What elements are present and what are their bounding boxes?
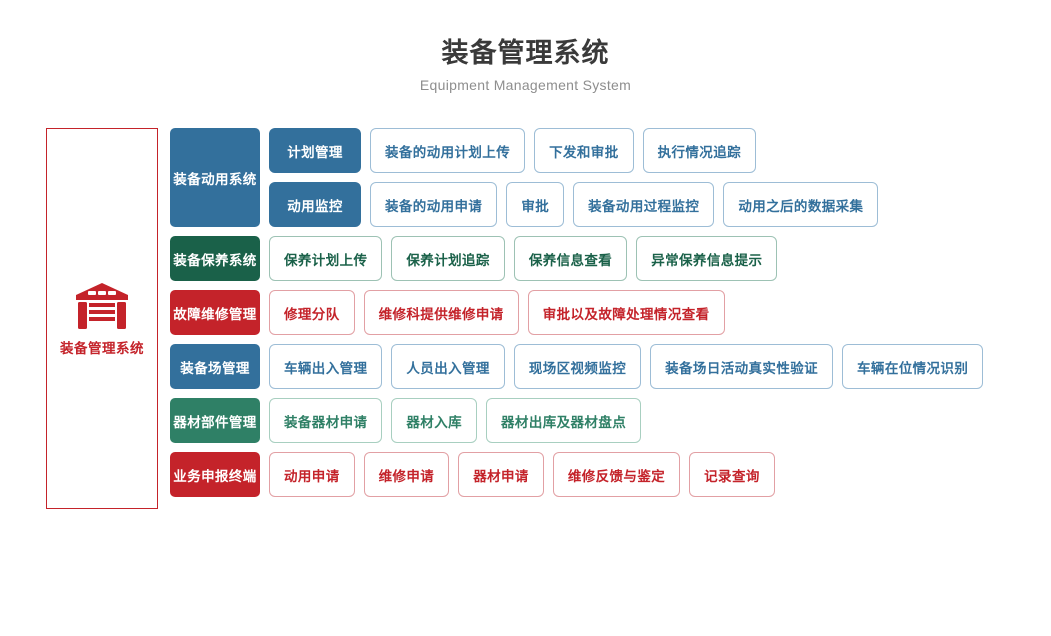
category-body: 动用申请维修申请器材申请维修反馈与鉴定记录查询 [269,452,775,497]
module-subrow: 计划管理装备的动用计划上传下发和审批执行情况追踪 [269,128,878,173]
function-item-维修反馈与鉴定[interactable]: 维修反馈与鉴定 [552,452,681,497]
function-item-人员出入管理[interactable]: 人员出入管理 [391,344,505,389]
function-item-器材申请[interactable]: 器材申请 [458,452,544,497]
category-block-器材部件管理[interactable]: 器材部件管理 [170,398,260,443]
warehouse-icon [74,281,130,331]
function-item-装备的动用申请[interactable]: 装备的动用申请 [370,182,498,227]
module-row: 故障维修管理修理分队维修科提供维修申请审批以及故障处理情况查看 [170,290,983,335]
subcategory-block-动用监控[interactable]: 动用监控 [269,182,361,227]
category-body: 计划管理装备的动用计划上传下发和审批执行情况追踪动用监控装备的动用申请审批装备动… [269,128,879,227]
module-subrow: 装备器材申请器材入库器材出库及器材盘点 [269,398,642,443]
category-block-装备保养系统[interactable]: 装备保养系统 [170,236,260,281]
module-subrow: 修理分队维修科提供维修申请审批以及故障处理情况查看 [269,290,725,335]
function-item-动用申请[interactable]: 动用申请 [269,452,355,497]
function-item-装备的动用计划上传[interactable]: 装备的动用计划上传 [370,128,526,173]
category-block-装备动用系统[interactable]: 装备动用系统 [170,128,260,227]
category-body: 修理分队维修科提供维修申请审批以及故障处理情况查看 [269,290,725,335]
category-body: 装备器材申请器材入库器材出库及器材盘点 [269,398,642,443]
module-rows: 装备动用系统计划管理装备的动用计划上传下发和审批执行情况追踪动用监控装备的动用申… [170,128,984,506]
function-item-修理分队[interactable]: 修理分队 [269,290,355,335]
function-item-保养计划追踪[interactable]: 保养计划追踪 [391,236,505,281]
function-item-车辆在位情况识别[interactable]: 车辆在位情况识别 [842,344,984,389]
category-body: 保养计划上传保养计划追踪保养信息查看异常保养信息提示 [269,236,778,281]
function-item-装备场日活动真实性验证[interactable]: 装备场日活动真实性验证 [650,344,834,389]
module-row: 装备保养系统保养计划上传保养计划追踪保养信息查看异常保养信息提示 [170,236,983,281]
category-block-装备场管理[interactable]: 装备场管理 [170,344,260,389]
module-subrow: 动用监控装备的动用申请审批装备动用过程监控动用之后的数据采集 [269,182,879,227]
page-header: 装备管理系统 Equipment Management System [0,0,1051,93]
function-item-审批以及故障处理情况查看[interactable]: 审批以及故障处理情况查看 [527,290,725,335]
module-row: 器材部件管理装备器材申请器材入库器材出库及器材盘点 [170,398,983,443]
module-subrow: 保养计划上传保养计划追踪保养信息查看异常保养信息提示 [269,236,778,281]
page-subtitle: Equipment Management System [419,77,632,93]
module-row: 装备场管理车辆出入管理人员出入管理现场区视频监控装备场日活动真实性验证车辆在位情… [170,344,984,389]
function-item-审批[interactable]: 审批 [506,182,565,227]
function-item-器材出库及器材盘点[interactable]: 器材出库及器材盘点 [486,398,642,443]
function-item-执行情况追踪[interactable]: 执行情况追踪 [642,128,757,173]
function-item-车辆出入管理[interactable]: 车辆出入管理 [269,344,383,389]
function-item-下发和审批[interactable]: 下发和审批 [534,128,634,173]
function-item-现场区视频监控[interactable]: 现场区视频监控 [513,344,642,389]
function-item-维修科提供维修申请[interactable]: 维修科提供维修申请 [363,290,519,335]
function-item-装备动用过程监控[interactable]: 装备动用过程监控 [573,182,715,227]
module-subrow: 动用申请维修申请器材申请维修反馈与鉴定记录查询 [269,452,775,497]
module-subrow: 车辆出入管理人员出入管理现场区视频监控装备场日活动真实性验证车辆在位情况识别 [269,344,984,389]
function-item-动用之后的数据采集[interactable]: 动用之后的数据采集 [723,182,879,227]
function-item-记录查询[interactable]: 记录查询 [689,452,775,497]
root-system-content: 装备管理系统 [60,281,144,357]
category-block-业务申报终端[interactable]: 业务申报终端 [170,452,260,497]
function-item-维修申请[interactable]: 维修申请 [363,452,450,497]
root-system-panel[interactable]: 装备管理系统 [46,128,158,509]
function-item-装备器材申请[interactable]: 装备器材申请 [269,398,383,443]
module-row: 业务申报终端动用申请维修申请器材申请维修反馈与鉴定记录查询 [170,452,983,497]
root-system-label: 装备管理系统 [60,340,144,356]
function-item-保养信息查看[interactable]: 保养信息查看 [513,236,628,281]
function-item-保养计划上传[interactable]: 保养计划上传 [269,236,383,281]
function-item-异常保养信息提示[interactable]: 异常保养信息提示 [636,236,778,281]
function-item-器材入库[interactable]: 器材入库 [391,398,478,443]
module-row: 装备动用系统计划管理装备的动用计划上传下发和审批执行情况追踪动用监控装备的动用申… [170,128,983,227]
page-title: 装备管理系统 [441,38,610,68]
subcategory-block-计划管理[interactable]: 计划管理 [269,128,361,173]
category-body: 车辆出入管理人员出入管理现场区视频监控装备场日活动真实性验证车辆在位情况识别 [269,344,984,389]
category-block-故障维修管理[interactable]: 故障维修管理 [170,290,260,335]
